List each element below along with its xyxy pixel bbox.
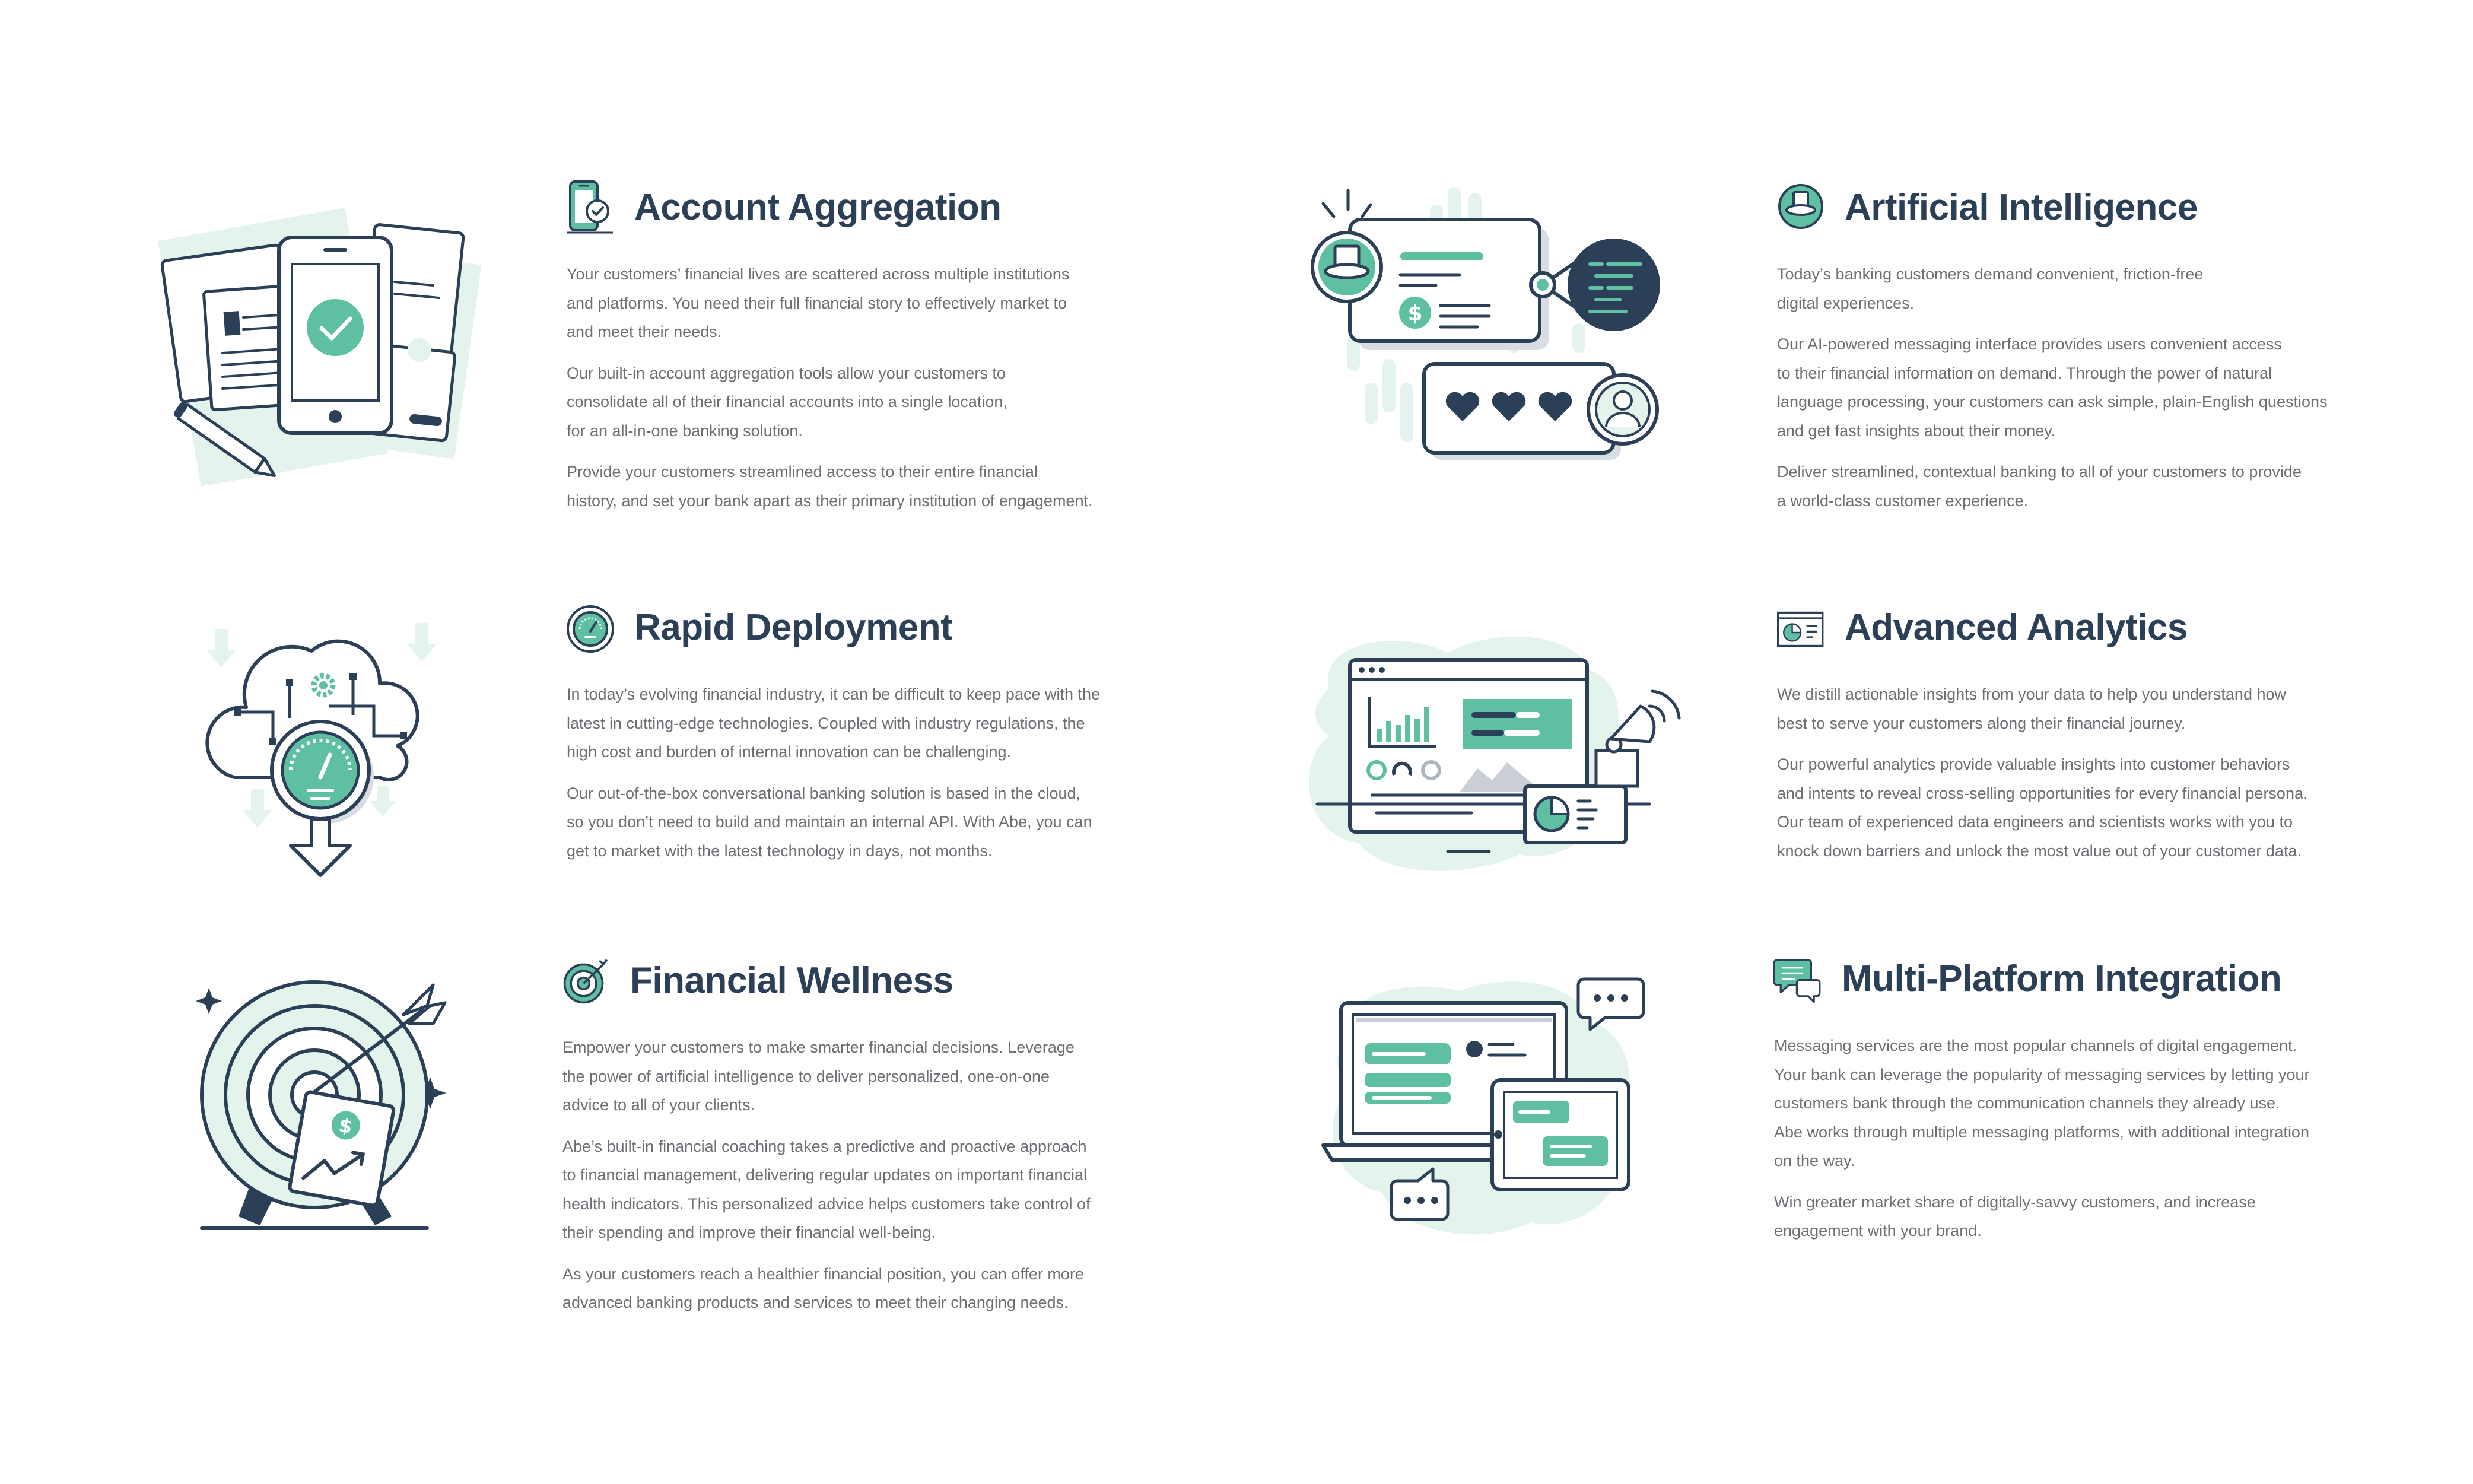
feature-paragraph: We distill actionable insights from your… bbox=[1777, 685, 2286, 732]
speedometer-icon bbox=[567, 598, 614, 657]
analytics-window-icon bbox=[1777, 598, 1824, 657]
feature-paragraph: As your customers reach a healthier fina… bbox=[562, 1264, 1084, 1312]
documents-phone-check-illustration bbox=[157, 187, 492, 487]
target-dollar-chart-illustration: $ bbox=[190, 973, 451, 1240]
feature-paragraph: Our AI-powered messaging interface provi… bbox=[1777, 335, 2328, 440]
phone-check-icon bbox=[567, 178, 614, 237]
feature-paragraph: Today’s banking customers demand conveni… bbox=[1777, 265, 2204, 312]
feature-paragraph: Your customers’ financial lives are scat… bbox=[567, 265, 1070, 341]
feature-title: Advanced Analytics bbox=[1845, 606, 2188, 648]
feature-text-block: Financial Wellness Empower your customer… bbox=[562, 951, 1126, 1330]
feature-paragraph: Provide your customers streamlined acces… bbox=[567, 463, 1093, 510]
feature-title: Financial Wellness bbox=[630, 959, 953, 1001]
feature-paragraph: Win greater market share of digitally-sa… bbox=[1774, 1193, 2256, 1240]
feature-text-block: Advanced Analytics We distill actionable… bbox=[1777, 598, 2358, 878]
feature-title: Artificial Intelligence bbox=[1845, 186, 2198, 228]
feature-title: Rapid Deployment bbox=[634, 606, 953, 648]
feature-paragraph: Messaging services are the most popular … bbox=[1774, 1037, 2310, 1170]
feature-text-block: Account Aggregation Your customers’ fina… bbox=[567, 178, 1124, 527]
feature-paragraph: Our powerful analytics provide valuable … bbox=[1777, 755, 2308, 860]
top-hat-avatar-icon bbox=[1777, 178, 1824, 237]
feature-title: Multi-Platform Integration bbox=[1842, 958, 2282, 999]
feature-title: Account Aggregation bbox=[634, 186, 1002, 228]
feature-text-block: Multi-Platform Integration Messaging ser… bbox=[1773, 949, 2361, 1258]
chat-messages-illustration: $ bbox=[1311, 187, 1679, 484]
feature-paragraph: Abe’s built-in financial coaching takes … bbox=[562, 1137, 1091, 1242]
feature-paragraph: Our built-in account aggregation tools a… bbox=[567, 364, 1007, 440]
feature-text-block: Rapid Deployment In today’s evolving fin… bbox=[567, 598, 1124, 878]
feature-paragraph: Our out-of-the-box conversational bankin… bbox=[567, 784, 1092, 860]
cloud-speedometer-illustration bbox=[190, 617, 451, 878]
chat-bubbles-icon bbox=[1773, 949, 1822, 1009]
target-arrow-icon bbox=[562, 951, 610, 1010]
analytics-dashboard-illustration bbox=[1293, 617, 1697, 890]
feature-text-block: Artificial Intelligence Today’s banking … bbox=[1777, 178, 2358, 527]
feature-paragraph: In today’s evolving financial industry, … bbox=[567, 685, 1101, 761]
laptop-tablet-chat-illustration bbox=[1305, 967, 1685, 1246]
feature-paragraph: Deliver streamlined, contextual banking … bbox=[1777, 463, 2302, 510]
feature-paragraph: Empower your customers to make smarter f… bbox=[562, 1038, 1075, 1114]
svg-text:$: $ bbox=[1407, 301, 1422, 326]
